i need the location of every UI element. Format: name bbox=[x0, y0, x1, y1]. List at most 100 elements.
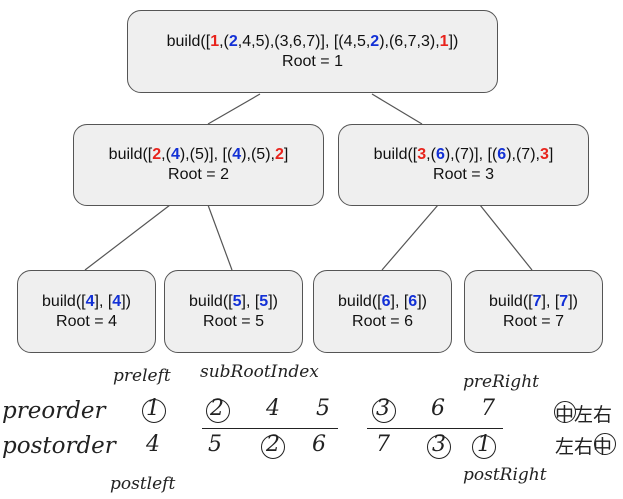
note-preorder-label: preorder bbox=[2, 398, 106, 424]
build-text-segment: build([ bbox=[489, 292, 533, 310]
build-text-segment: 2 bbox=[152, 146, 162, 163]
build-text-segment: ], [ bbox=[241, 292, 260, 310]
node-leaf4: build([4], [4]) Root = 4 bbox=[17, 270, 156, 353]
node-leaf7-build: build([7], [7]) bbox=[489, 292, 578, 312]
preorder-right-underline bbox=[367, 428, 503, 429]
edge-left-leaf5 bbox=[207, 204, 233, 271]
note-postorder-label: postorder bbox=[2, 433, 116, 459]
build-text-segment: ),(5), bbox=[241, 146, 275, 163]
postorder-circle bbox=[261, 435, 285, 459]
preorder-value: 4 bbox=[266, 396, 280, 421]
node-leaf6-label: Root = 6 bbox=[352, 312, 413, 330]
note-subrootindex: subRootIndex bbox=[200, 362, 319, 382]
build-text-segment: ),(5)], [( bbox=[179, 146, 233, 163]
node-left: build([2,(4),(5)], [(4),(5),2] Root = 2 bbox=[73, 124, 324, 206]
preorder-value: 5 bbox=[316, 396, 330, 421]
build-text-segment: build([ bbox=[189, 292, 233, 310]
build-text-segment: 3 bbox=[539, 146, 549, 163]
edge-left-leaf4 bbox=[84, 204, 171, 271]
build-text-segment: 6 bbox=[435, 146, 445, 163]
node-right-label: Root = 3 bbox=[433, 166, 494, 183]
build-text-segment: ]) bbox=[568, 292, 578, 310]
node-root: build([1,(2,4,5),(3,6,7)], [(4,5,2),(6,7… bbox=[127, 10, 498, 93]
build-text-segment: 1 bbox=[439, 32, 449, 50]
postorder-circle bbox=[472, 435, 496, 459]
build-text-segment: 2 bbox=[274, 146, 284, 163]
build-text-segment: 3 bbox=[417, 146, 427, 163]
build-text-segment: build([ bbox=[166, 32, 211, 50]
build-text-segment: 6 bbox=[381, 292, 391, 310]
build-text-segment: ,4,5),(3,6,7)], [(4,5, bbox=[237, 32, 371, 50]
node-leaf5-label: Root = 5 bbox=[203, 312, 264, 330]
postorder-value: 7 bbox=[376, 432, 390, 457]
edge-right-leaf7 bbox=[479, 204, 533, 271]
edge-right-leaf6 bbox=[381, 204, 439, 271]
legend-post-circle bbox=[594, 433, 616, 455]
preorder-circle bbox=[372, 399, 396, 423]
build-text-segment: build([ bbox=[108, 146, 153, 163]
build-text-segment: ] bbox=[548, 146, 554, 163]
node-leaf7: build([7], [7]) Root = 7 bbox=[464, 270, 603, 353]
build-text-segment: 5 bbox=[232, 292, 242, 310]
build-text-segment: 5 bbox=[259, 292, 269, 310]
build-text-segment: 1 bbox=[210, 32, 220, 50]
node-leaf5-build: build([5], [5]) bbox=[189, 292, 278, 312]
node-right: build([3,(6),(7)], [(6),(7),3] Root = 3 bbox=[338, 124, 589, 206]
postorder-value: 6 bbox=[312, 432, 326, 457]
build-text-segment: ),(7)], [( bbox=[444, 146, 498, 163]
build-text-segment: ]) bbox=[121, 292, 131, 310]
postorder-circle bbox=[427, 435, 451, 459]
build-text-segment: 4 bbox=[85, 292, 95, 310]
build-text-segment: 4 bbox=[112, 292, 122, 310]
legend-pre-circle bbox=[554, 401, 576, 423]
node-leaf4-build: build([4], [4]) bbox=[42, 292, 131, 312]
build-text-segment: build([ bbox=[338, 292, 382, 310]
build-text-segment: ,( bbox=[161, 146, 171, 163]
node-leaf6: build([6], [6]) Root = 6 bbox=[313, 270, 452, 353]
build-text-segment: build([ bbox=[42, 292, 86, 310]
preorder-circle bbox=[142, 399, 166, 423]
preorder-value: 6 bbox=[431, 396, 445, 421]
postorder-value: 4 bbox=[146, 432, 160, 457]
build-text-segment: 7 bbox=[532, 292, 542, 310]
preorder-circle bbox=[206, 399, 230, 423]
postorder-value: 5 bbox=[208, 432, 222, 457]
build-text-segment: ),(7), bbox=[506, 146, 540, 163]
build-text-segment: ], [ bbox=[94, 292, 113, 310]
build-text-segment: ], [ bbox=[390, 292, 409, 310]
build-text-segment: 7 bbox=[559, 292, 569, 310]
node-root-label: Root = 1 bbox=[282, 52, 343, 70]
node-left-label: Root = 2 bbox=[168, 166, 229, 183]
edge-root-right bbox=[371, 93, 423, 125]
note-preright: preRight bbox=[463, 372, 539, 392]
note-preleft: preleft bbox=[113, 366, 171, 386]
build-text-segment: ]) bbox=[417, 292, 427, 310]
build-text-segment: ], [ bbox=[541, 292, 560, 310]
node-leaf7-label: Root = 7 bbox=[503, 312, 564, 330]
build-text-segment: 6 bbox=[408, 292, 418, 310]
build-text-segment: build([ bbox=[373, 146, 418, 163]
node-right-build: build([3,(6),(7)], [(6),(7),3] bbox=[374, 145, 554, 165]
node-root-build: build([1,(2,4,5),(3,6,7)], [(4,5,2),(6,7… bbox=[167, 32, 459, 52]
note-postleft: postleft bbox=[110, 474, 176, 494]
node-left-build: build([2,(4),(5)], [(4),(5),2] bbox=[109, 145, 289, 165]
node-leaf6-build: build([6], [6]) bbox=[338, 292, 427, 312]
edge-root-left bbox=[207, 93, 261, 125]
preorder-left-underline bbox=[202, 428, 338, 429]
build-text-segment: ,( bbox=[426, 146, 436, 163]
build-text-segment: 4 bbox=[232, 146, 242, 163]
note-postright: postRight bbox=[463, 465, 547, 485]
build-text-segment: 4 bbox=[170, 146, 180, 163]
build-text-segment: ]) bbox=[268, 292, 278, 310]
build-text-segment: ] bbox=[283, 146, 289, 163]
build-text-segment: 6 bbox=[497, 146, 507, 163]
node-leaf5: build([5], [5]) Root = 5 bbox=[164, 270, 303, 353]
node-leaf4-label: Root = 4 bbox=[56, 312, 117, 330]
preorder-value: 7 bbox=[481, 396, 495, 421]
build-text-segment: ]) bbox=[448, 32, 459, 50]
build-text-segment: 2 bbox=[228, 32, 238, 50]
build-text-segment: 2 bbox=[370, 32, 380, 50]
build-text-segment: ),(6,7,3), bbox=[379, 32, 440, 50]
